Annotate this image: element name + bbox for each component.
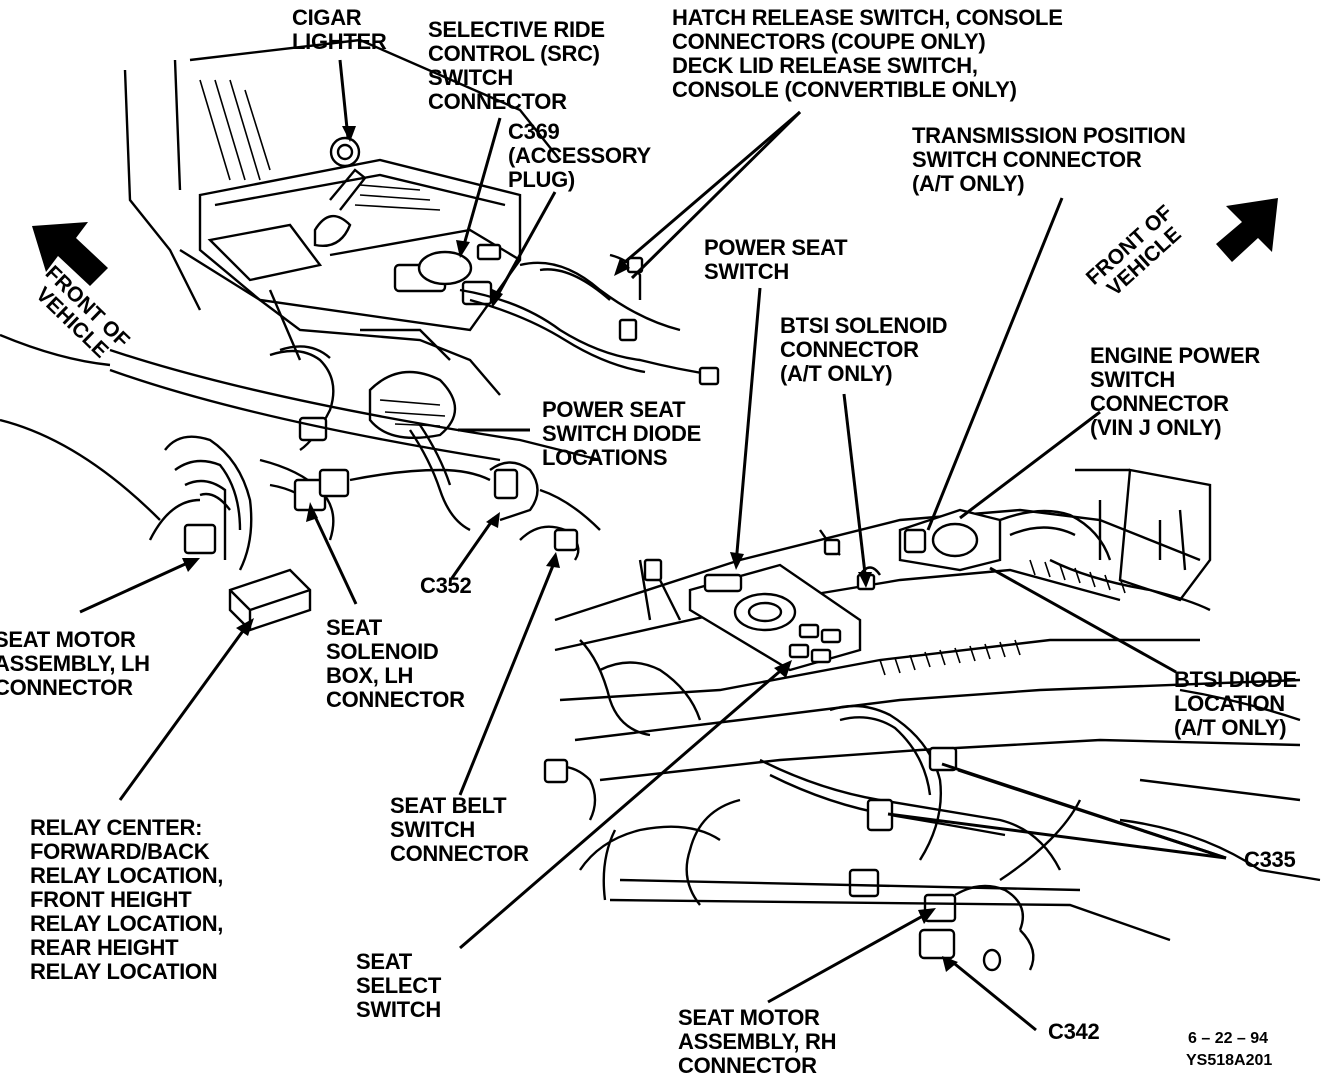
label-seat-motor-lh: SEAT MOTOR ASSEMBLY, LH CONNECTOR [0,627,150,700]
label-selective-ride-control: SELECTIVE RIDE CONTROL (SRC) SWITCH CONN… [428,17,605,114]
label-c369-accessory-plug: C369 (ACCESSORY PLUG) [508,119,651,192]
label-c342: C342 [1048,1019,1100,1044]
label-hatch-release-switch: HATCH RELEASE SWITCH, CONSOLE CONNECTORS… [672,5,1063,102]
label-btsi-diode-location: BTSI DIODE LOCATION (A/T ONLY) [1174,667,1297,740]
label-relay-center: RELAY CENTER: FORWARD/BACK RELAY LOCATIO… [30,815,224,984]
label-seat-solenoid-box: SEAT SOLENOID BOX, LH CONNECTOR [326,615,465,712]
seat-frame-drawing [543,468,1321,972]
label-seat-belt-switch: SEAT BELT SWITCH CONNECTOR [390,793,529,866]
diagram-code: YS518A201 [1186,1052,1273,1069]
console-assembly-drawing [0,38,720,632]
label-transmission-position-switch: TRANSMISSION POSITION SWITCH CONNECTOR (… [912,123,1186,196]
label-c335: C335 [1244,847,1296,872]
label-power-seat-switch: POWER SEAT SWITCH [704,235,848,284]
label-power-seat-diode-locations: POWER SEAT SWITCH DIODE LOCATIONS [542,397,701,470]
label-btsi-solenoid-connector: BTSI SOLENOID CONNECTOR (A/T ONLY) [780,313,948,386]
front-arrow-right-icon [1216,198,1278,262]
label-cigar-lighter: CIGAR LIGHTER [292,5,387,54]
leader-lines [79,59,1227,1032]
front-arrow-left-icon [32,222,108,286]
label-seat-select-switch: SEAT SELECT SWITCH [356,949,441,1022]
label-c352: C352 [420,573,472,598]
diagram-date: 6 – 22 – 94 [1188,1030,1269,1047]
label-engine-power-switch: ENGINE POWER SWITCH CONNECTOR (VIN J ONL… [1090,343,1260,440]
label-seat-motor-rh: SEAT MOTOR ASSEMBLY, RH CONNECTOR [678,1005,837,1078]
